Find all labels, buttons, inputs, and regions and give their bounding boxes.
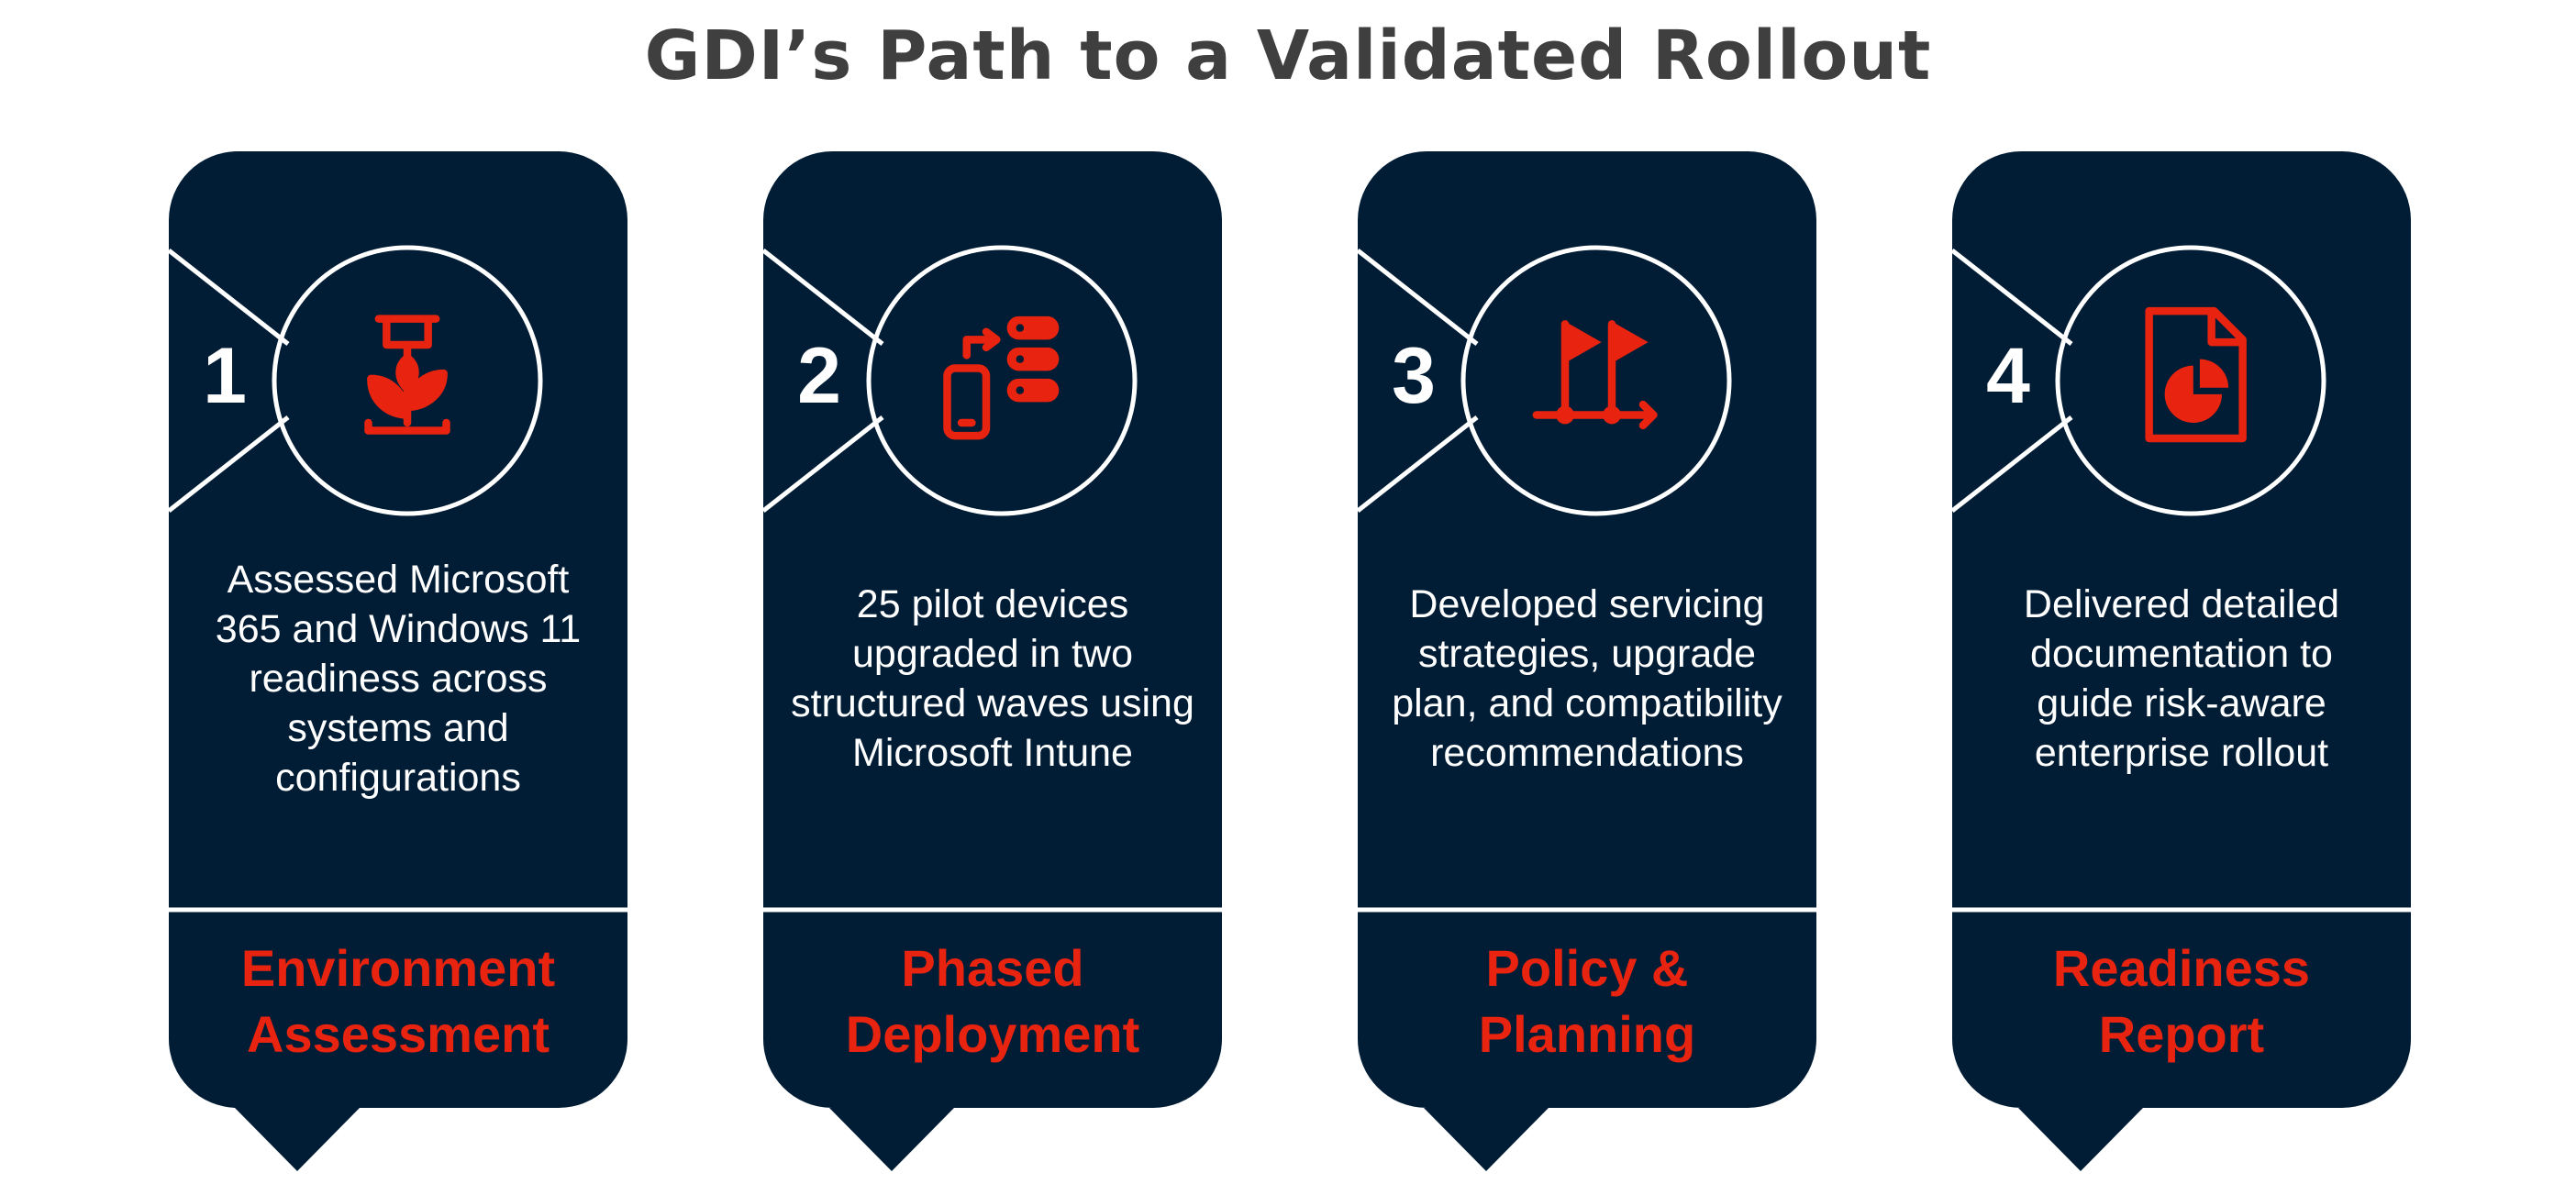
step-title-2-line-1: Phased: [901, 939, 1084, 997]
step-number-1: 1: [203, 332, 247, 420]
step-description-3: Developed servicing strategies, upgrade …: [1392, 582, 1782, 775]
step-number-3: 3: [1392, 332, 1436, 420]
step-description-1: Assessed Microsoft 365 and Windows 11 re…: [215, 558, 582, 800]
step-card-1: 1 Assessed Microsoft 365 and Windows 11 …: [167, 151, 627, 1178]
step-card-4: 4 Delivered detailed documentation to gu…: [1950, 151, 2411, 1178]
step-card-2: 2 25 pilot devices upgraded in two struc…: [761, 151, 1222, 1178]
step-title-4-line-1: Readiness: [2052, 939, 2311, 997]
step-card-3: 3 Developed servicing strategies, upgrad…: [1356, 151, 1816, 1178]
device-update-server-icon: [943, 315, 1060, 440]
step-title-4-line-2: Report: [2098, 1005, 2265, 1063]
icon-ring-2: [866, 245, 1138, 516]
step-title-1-line-1: Environment: [240, 939, 556, 997]
card-background-1: [167, 151, 627, 1171]
step-number-2: 2: [797, 332, 841, 420]
step-description-4: Delivered detailed documentation to guid…: [2023, 582, 2340, 775]
card-background-4: [1950, 151, 2411, 1171]
plant-under-pipeline-icon: [364, 315, 450, 435]
milestone-flags-icon: [1532, 320, 1658, 430]
step-title-1: Environment Assessment: [187, 935, 609, 1068]
step-title-3-line-1: Policy &: [1485, 939, 1689, 997]
icon-ring-3: [1460, 245, 1732, 516]
step-title-3-line-2: Planning: [1478, 1005, 1696, 1063]
card-background-3: [1356, 151, 1816, 1171]
card-background-2: [761, 151, 1222, 1171]
step-number-4: 4: [1986, 332, 2030, 420]
step-description-2: 25 pilot devices upgraded in two structu…: [791, 582, 1194, 775]
step-title-4: Readiness Report: [1971, 935, 2393, 1068]
step-title-2: Phased Deployment: [782, 935, 1204, 1068]
step-title-3: Policy & Planning: [1376, 935, 1798, 1068]
icon-ring-1: [272, 245, 543, 516]
report-pie-document-icon: [2145, 306, 2247, 443]
step-title-2-line-2: Deployment: [845, 1005, 1140, 1063]
icon-ring-4: [2055, 245, 2326, 516]
step-title-1-line-2: Assessment: [247, 1005, 550, 1063]
page-title: GDI’s Path to a Validated Rollout: [644, 17, 1932, 95]
